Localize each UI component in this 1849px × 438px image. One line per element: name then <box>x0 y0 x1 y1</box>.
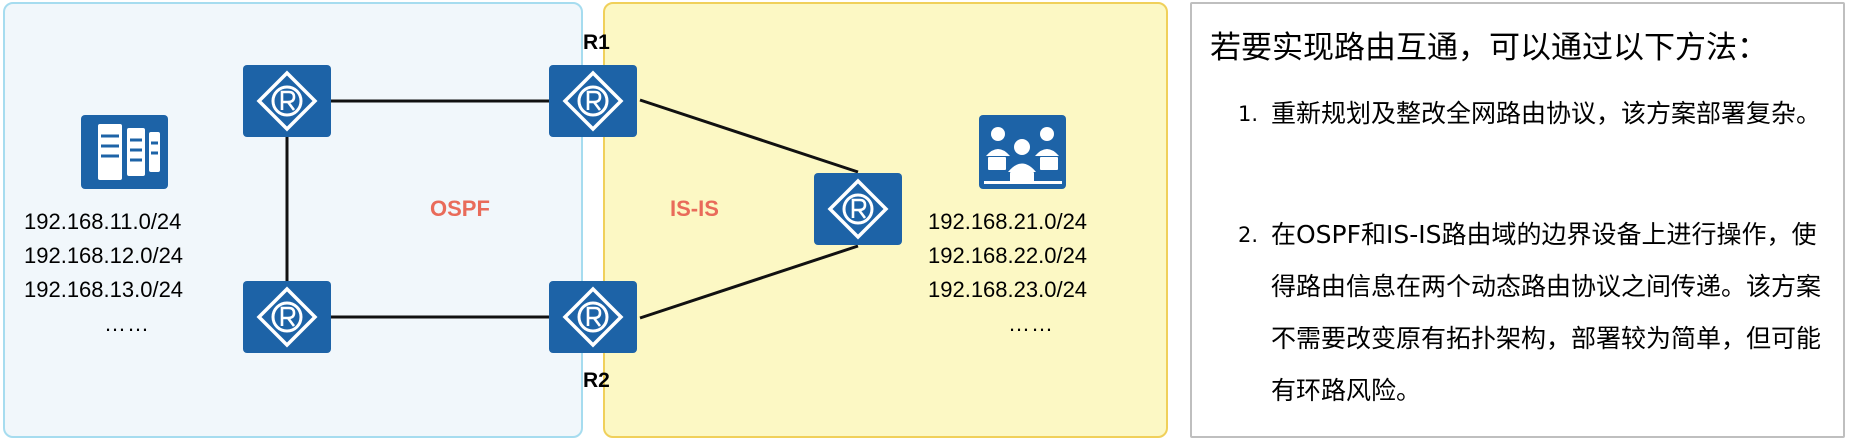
subnet-entry: 192.168.21.0/24 <box>928 209 1088 234</box>
subnet-entry: 192.168.13.0/24 <box>24 277 184 302</box>
r2-label: R2 <box>583 369 610 392</box>
left-subnet-list: 192.168.11.0/24 192.168.12.0/24 192.168.… <box>24 205 183 341</box>
subnet-entry: 192.168.12.0/24 <box>24 243 184 268</box>
item-text: 重新规划及整改全网路由协议，该方案部署复杂。 <box>1271 99 1822 128</box>
router-isis-icon <box>812 171 904 247</box>
link-r1-isis <box>639 98 859 174</box>
router-icon <box>241 279 333 355</box>
isis-label: IS-IS <box>670 196 719 221</box>
subnet-entry: 192.168.23.0/24 <box>928 277 1088 302</box>
router-icon <box>241 63 333 139</box>
subnet-ellipsis: …… <box>1008 311 1054 336</box>
description-title: 若要实现路由互通，可以通过以下方法： <box>1210 30 1768 66</box>
server-icon <box>81 115 168 189</box>
item-number: 2. <box>1238 223 1259 247</box>
item-text: 在OSPF和IS-IS路由域的边界设备上进行操作，使得路由信息在两个动态路由协议… <box>1271 220 1822 405</box>
right-subnet-list: 192.168.21.0/24 192.168.22.0/24 192.168.… <box>928 205 1087 341</box>
user-group-icon <box>979 115 1066 189</box>
ospf-label: OSPF <box>430 196 490 221</box>
router-r2-icon <box>547 279 639 355</box>
r1-label: R1 <box>583 31 610 54</box>
router-r1-icon <box>547 63 639 139</box>
subnet-entry: 192.168.11.0/24 <box>24 209 182 234</box>
subnet-ellipsis: …… <box>104 311 150 336</box>
link-r2-isis <box>639 244 859 320</box>
item-number: 1. <box>1238 102 1259 126</box>
subnet-entry: 192.168.22.0/24 <box>928 243 1088 268</box>
topology-diagram <box>81 63 1066 355</box>
